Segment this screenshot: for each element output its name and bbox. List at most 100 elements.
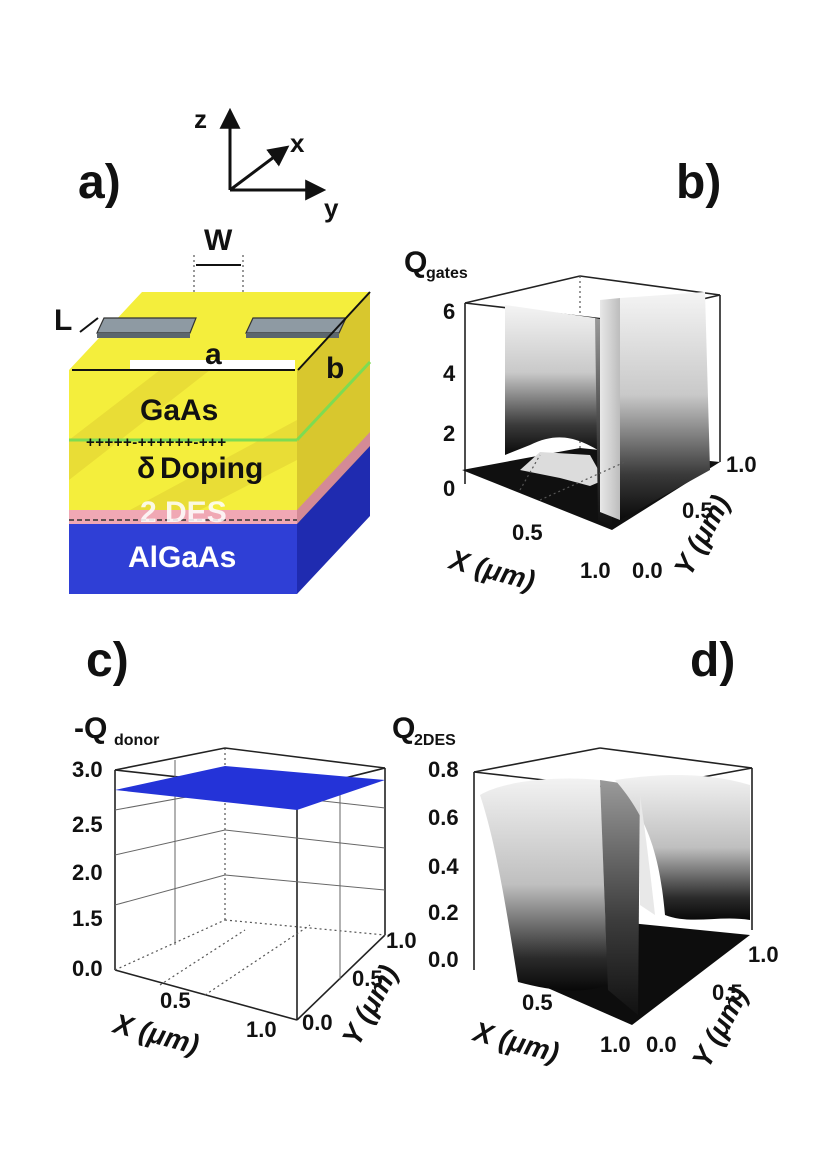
c-bottom-3 [114,919,226,971]
b-z-tick-4: 4 [443,361,456,386]
x-axis-arrow [229,145,290,192]
heterostructure-block: L a b GaAs +++++-++++++-+++ δ Doping 2 D… [54,291,372,594]
d-top-4 [599,747,753,769]
panel-d-label: d) [690,634,735,687]
layer-doping-label: Doping [160,452,263,485]
b-z-tick-6: 6 [443,299,455,324]
b-y-tick-00: 0.0 [632,558,663,583]
d-x-tick-10: 1.0 [600,1032,631,1057]
y-axis-label: y [324,193,339,223]
gate-gap-strip [130,360,295,369]
d-z-tick-00: 0.0 [428,947,459,972]
c-z-tick-15: 1.5 [72,906,103,931]
d-z-tick-04: 0.4 [428,854,459,879]
left-gate-edge [97,333,190,338]
doping-marks: +++++-++++++-+++ [86,434,227,451]
b-x-axis-label: X (μm) [445,543,539,596]
b-y-axis-label: Y (μm) [668,490,736,581]
c-x-tick-05: 0.5 [160,988,191,1013]
d-x-axis-label: X (μm) [469,1015,563,1068]
panel-c-quantity-sub: donor [114,732,159,749]
panel-b-surface [462,292,720,530]
b-y-tick-05: 0.5 [682,498,713,523]
c-z-tick-20: 2.0 [72,860,103,885]
d-z-tick-08: 0.8 [428,757,459,782]
green-interface-side [295,360,372,442]
right-gate-edge [246,333,339,338]
c-bottom-4 [224,919,386,936]
b-edge-4 [464,275,581,304]
b-z-tick-0: 0 [443,476,455,501]
right-gate [245,317,347,334]
panel-c-label: c) [86,634,129,687]
c-bottom-2 [296,934,386,1021]
b-right-wall-front [600,298,620,520]
panel-a: a) z x y W [54,104,372,594]
panel-d-surface [480,775,750,1025]
c-grid-3 [114,874,226,906]
c-z-tick-30: 3.0 [72,757,103,782]
panel-d-quantity: Q [392,712,415,745]
d-right-ridge [615,775,750,920]
panel-b-quantity: Q [404,246,427,279]
w-label: W [204,224,233,257]
b-z-tick-2: 2 [443,421,455,446]
panel-c: c) -Q donor [72,634,417,1060]
b-y-tick-10: 1.0 [726,452,757,477]
c-z-tick-25: 2.5 [72,812,103,837]
panel-b-quantity-sub: gates [426,265,468,282]
left-gate [96,317,197,334]
b-right-wall [620,292,710,520]
b-left-wall [505,305,598,455]
coordinate-axes: z x y [194,104,339,223]
front-shade-2 [130,420,297,510]
d-left-ridge-side [600,780,640,1015]
l-label: L [54,304,72,337]
panel-b-label: b) [676,156,721,209]
front-face-algaas [69,524,297,594]
l-tick [79,317,99,333]
d-left-ridge [480,778,608,991]
b-dimension-line [297,291,371,371]
d-right-ridge-highlight [640,795,655,915]
layer-gaas-label: GaAs [140,394,218,427]
layer-algaas-label: AlGaAs [128,541,236,574]
b-x-tick-05: 0.5 [512,520,543,545]
panel-c-quantity: -Q [74,712,107,745]
c-top-2 [224,747,386,769]
c-grid-2 [114,829,226,856]
b-grid-2 [519,454,541,491]
c-z-tick-00: 0.0 [72,956,103,981]
panel-d: d) Q 2DES 0.8 0.6 0.4 0.2 0.0 0.5 1.0 [392,634,779,1073]
panel-a-label: a) [78,156,121,209]
c-top-1 [114,747,226,771]
b-grid-1 [539,461,626,501]
b-x-tick-10: 1.0 [580,558,611,583]
c-x-axis-label: X (μm) [109,1007,203,1060]
c-x-tick-10: 1.0 [246,1017,277,1042]
c-floor-grid-2 [159,929,246,986]
c-surface [115,766,385,810]
c-y-tick-10: 1.0 [386,928,417,953]
d-y-axis-label: Y (μm) [686,982,754,1073]
d-z-tick-02: 0.2 [428,900,459,925]
top-face [69,292,370,370]
front-shade-1 [69,370,210,480]
c-floor-grid-1 [204,924,311,996]
d-top-3 [473,747,601,773]
d-y-tick-05: 0.5 [712,980,743,1005]
z-axis-label: z [194,104,207,134]
layer-2des-label: 2 DES [140,496,227,529]
b-floor-highlight [520,452,604,486]
pink-spacer-side [297,432,370,524]
c-grid-6 [224,874,386,891]
b-edge-5 [579,275,721,296]
d-z-tick-06: 0.6 [428,805,459,830]
right-face-algaas [297,446,370,594]
panel-b: b) Q gates 6 4 2 [404,156,757,596]
c-y-tick-05: 0.5 [352,966,383,991]
c-y-tick-00: 0.0 [302,1010,333,1035]
panel-d-quantity-sub: 2DES [414,732,456,749]
c-grid-5 [224,829,386,849]
